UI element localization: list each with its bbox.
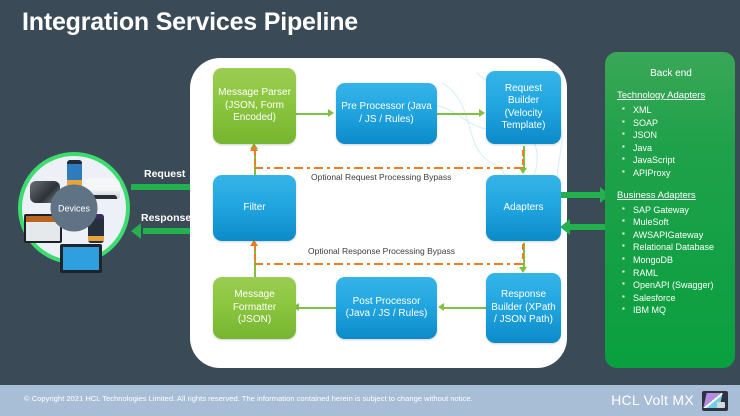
list-item[interactable]: JavaScript [621,153,727,167]
list-item[interactable]: Java [621,141,727,155]
node-message-parser[interactable]: Message Parser (JSON, Form Encoded) [213,68,296,144]
arrowhead-preprocessor-in [328,109,334,117]
list-item[interactable]: MongoDB [621,253,727,267]
tablet-icon [24,214,62,243]
list-item[interactable]: MuleSoft [621,215,727,229]
request-arrow-line [131,184,207,190]
response-label: Response [141,212,192,224]
request-bypass-stem-right [522,150,524,168]
arrowhead-requestbuilder-in [479,109,485,117]
list-item[interactable]: Relational Database [621,240,727,254]
connector-parser-to-preprocessor [296,113,329,115]
node-adapters[interactable]: Adapters [486,175,561,241]
response-bypass-stem-left [254,245,256,263]
devices-label: Devices [50,184,98,232]
arrowhead-formatter-in [293,303,299,311]
list-item[interactable]: SAP Gateway [621,203,727,217]
page-title: Integration Services Pipeline [22,8,358,36]
node-post-processor[interactable]: Post Processor (Java / JS / Rules) [336,277,437,339]
connector-responsebuilder-to-postprocessor [444,307,486,309]
list-item[interactable]: SOAP [621,116,727,130]
list-item[interactable]: Salesforce [621,291,727,305]
backend-panel: Back end Technology Adapters XML SOAP JS… [605,52,735,368]
request-bypass-label: Optional Request Processing Bypass [311,172,452,182]
list-item[interactable]: APIProxy [621,166,727,180]
arrowhead-adapters-in [519,168,527,174]
adapters-to-backend-line [561,192,603,198]
list-item[interactable]: AWSAPIGateway [621,228,727,242]
arrowhead-postprocessor-in [438,303,444,311]
backend-to-adapters-head [560,219,570,235]
request-bypass-arrowhead [250,145,258,151]
response-bypass-stem-right [522,244,524,262]
request-bypass-line [254,167,524,169]
connector-preprocessor-to-requestbuilder [437,113,479,115]
backend-title: Back end [650,68,692,79]
laptop-icon [60,244,102,273]
devices-circle: Devices [18,152,130,273]
business-adapters-list: SAP Gateway MuleSoft AWSAPIGateway Relat… [615,203,727,317]
node-filter[interactable]: Filter [213,175,296,241]
node-message-formatter[interactable]: Message Formatter (JSON) [213,277,296,339]
response-bypass-arrowhead [250,240,258,246]
connector-postprocessor-to-formatter [299,307,336,309]
business-adapters-heading: Business Adapters [617,189,696,201]
response-arrow-line [143,228,207,234]
node-request-builder[interactable]: Request Builder (Velocity Template) [486,71,561,144]
brand-name: HCL Volt MX [611,392,694,408]
hcl-voltmx-logo-icon [702,391,728,411]
request-label: Request [144,168,186,180]
node-response-builder[interactable]: Response Builder (XPath / JSON Path) [486,273,561,343]
backend-to-adapters-line [570,224,612,230]
technology-adapters-heading: Technology Adapters [617,90,706,101]
request-bypass-stem-left [254,150,256,168]
response-arrow-head [131,223,141,239]
list-item[interactable]: OpenAPI (Swagger) [621,278,727,292]
response-bypass-line [254,263,524,265]
list-item[interactable]: IBM MQ [621,303,727,317]
copyright-text: © Copyright 2021 HCL Technologies Limite… [24,394,473,403]
node-pre-processor[interactable]: Pre Processor (Java / JS / Rules) [336,83,437,144]
footer-bar: © Copyright 2021 HCL Technologies Limite… [0,385,740,416]
list-item[interactable]: XML [621,103,727,117]
list-item[interactable]: RAML [621,266,727,280]
technology-adapters-list: XML SOAP JSON Java JavaScript APIProxy [615,103,727,180]
arrowhead-responsebuilder-in [519,267,527,273]
list-item[interactable]: JSON [621,128,727,142]
smartphone-icon [67,160,82,188]
response-bypass-label: Optional Response Processing Bypass [308,246,455,256]
